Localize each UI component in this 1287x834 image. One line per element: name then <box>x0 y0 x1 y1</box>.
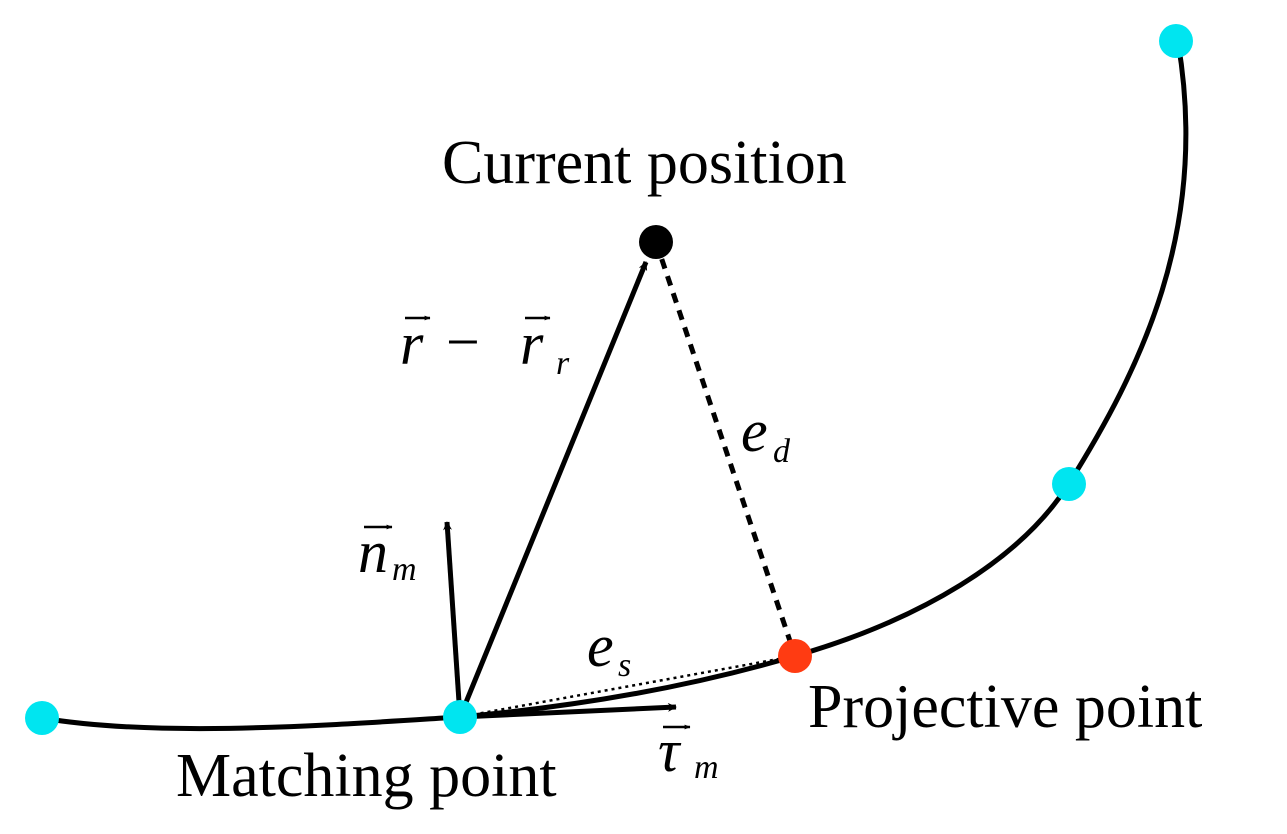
tangent-vector-label: τ m <box>658 718 719 786</box>
minus-sign: − <box>446 309 480 375</box>
n-subscript: m <box>392 551 417 588</box>
e-d-dashed-line <box>653 241 798 657</box>
e-d-subscript: d <box>773 433 791 470</box>
matching-point-label: Matching point <box>176 742 557 810</box>
current-position-label: Current position <box>442 129 847 197</box>
tau-vector-symbol: τ <box>658 718 682 784</box>
matching-point-marker <box>443 700 477 734</box>
normal-vector-label: n m <box>358 519 417 588</box>
current-position-marker <box>639 225 673 259</box>
position-difference-vector-arrow <box>457 261 649 718</box>
tangent-vector-arrow <box>459 702 677 720</box>
normal-vector-arrow <box>443 521 463 718</box>
tau-subscript: m <box>694 749 719 786</box>
e-d-symbol: e <box>741 398 768 464</box>
projective-point-label: Projective point <box>808 673 1202 741</box>
n-vector-symbol: n <box>358 519 388 585</box>
e-s-dotted-line <box>459 654 796 719</box>
lateral-error-label: e d <box>741 398 791 470</box>
reference-point-mid <box>1052 467 1086 501</box>
reference-point-start <box>25 701 59 735</box>
e-s-symbol: e <box>587 613 614 679</box>
r-ref-subscript: r <box>556 345 570 382</box>
projective-point-marker <box>778 639 812 673</box>
position-difference-label: r − r r <box>400 309 570 382</box>
reference-point-end <box>1159 24 1193 58</box>
longitudinal-error-label: e s <box>587 613 631 684</box>
r-vector-symbol: r <box>400 311 424 377</box>
e-s-subscript: s <box>618 647 631 684</box>
r-ref-vector-symbol: r <box>520 311 544 377</box>
